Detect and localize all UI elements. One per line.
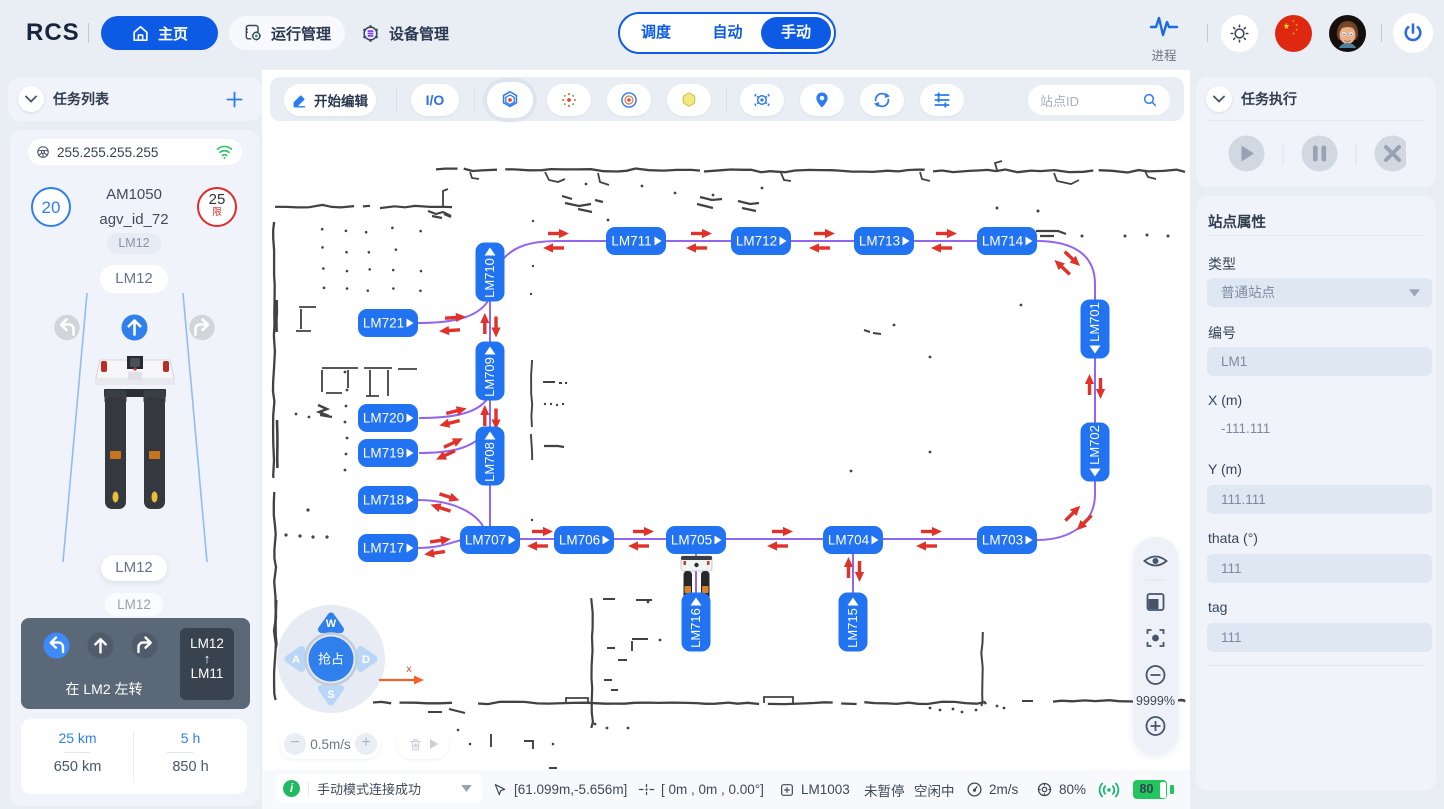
- svg-text:LM720: LM720: [363, 411, 404, 426]
- svg-text:LM703: LM703: [982, 533, 1023, 548]
- svg-text:LM704: LM704: [828, 533, 870, 548]
- svg-text:LM711: LM711: [611, 234, 651, 249]
- svg-text:LM705: LM705: [671, 533, 712, 548]
- svg-text:D: D: [362, 654, 370, 666]
- svg-text:LM715: LM715: [845, 608, 860, 648]
- svg-text:LM708: LM708: [482, 442, 497, 482]
- svg-text:LM701: LM701: [1087, 302, 1102, 342]
- svg-text:LM702: LM702: [1087, 425, 1102, 465]
- svg-text:LM716: LM716: [688, 608, 703, 648]
- svg-text:W: W: [326, 618, 337, 630]
- svg-text:LM710: LM710: [482, 258, 497, 298]
- svg-text:LM714: LM714: [982, 234, 1024, 249]
- svg-text:LM721: LM721: [363, 316, 404, 331]
- svg-text:抢占: 抢占: [318, 652, 344, 667]
- svg-text:LM712: LM712: [736, 234, 777, 249]
- svg-text:A: A: [292, 654, 300, 666]
- svg-text:LM719: LM719: [363, 446, 404, 461]
- svg-text:LM717: LM717: [363, 541, 404, 556]
- svg-text:LM718: LM718: [363, 493, 404, 508]
- svg-text:LM709: LM709: [482, 357, 497, 397]
- svg-text:LM707: LM707: [465, 533, 506, 548]
- svg-text:9999%: 9999%: [1136, 694, 1175, 708]
- svg-text:x: x: [406, 663, 412, 675]
- svg-text:LM706: LM706: [559, 533, 600, 548]
- svg-text:S: S: [327, 689, 334, 701]
- svg-text:LM713: LM713: [859, 234, 900, 249]
